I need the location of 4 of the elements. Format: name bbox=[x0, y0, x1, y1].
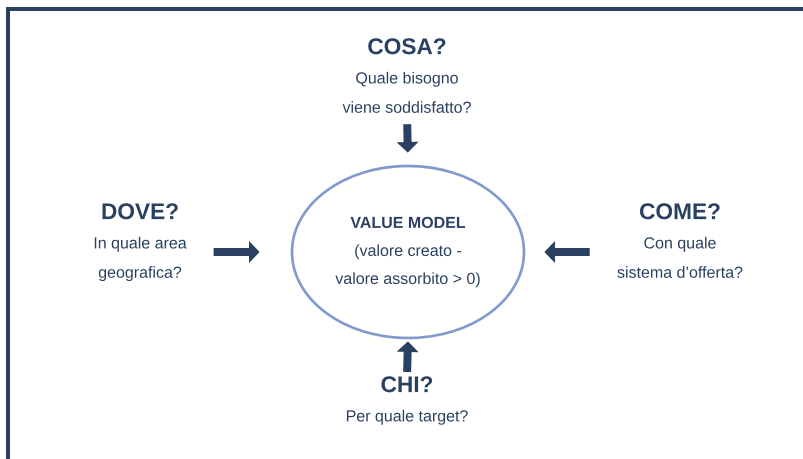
question-text: COME? Con quale sistema d’offerta? bbox=[617, 203, 742, 278]
question-text: DOVE? In quale area geografica? bbox=[94, 203, 187, 282]
question-text: CHI? Per quale target? bbox=[346, 376, 468, 425]
question-text: COSA? Quale bisogno viene soddisfatto? bbox=[342, 38, 471, 113]
